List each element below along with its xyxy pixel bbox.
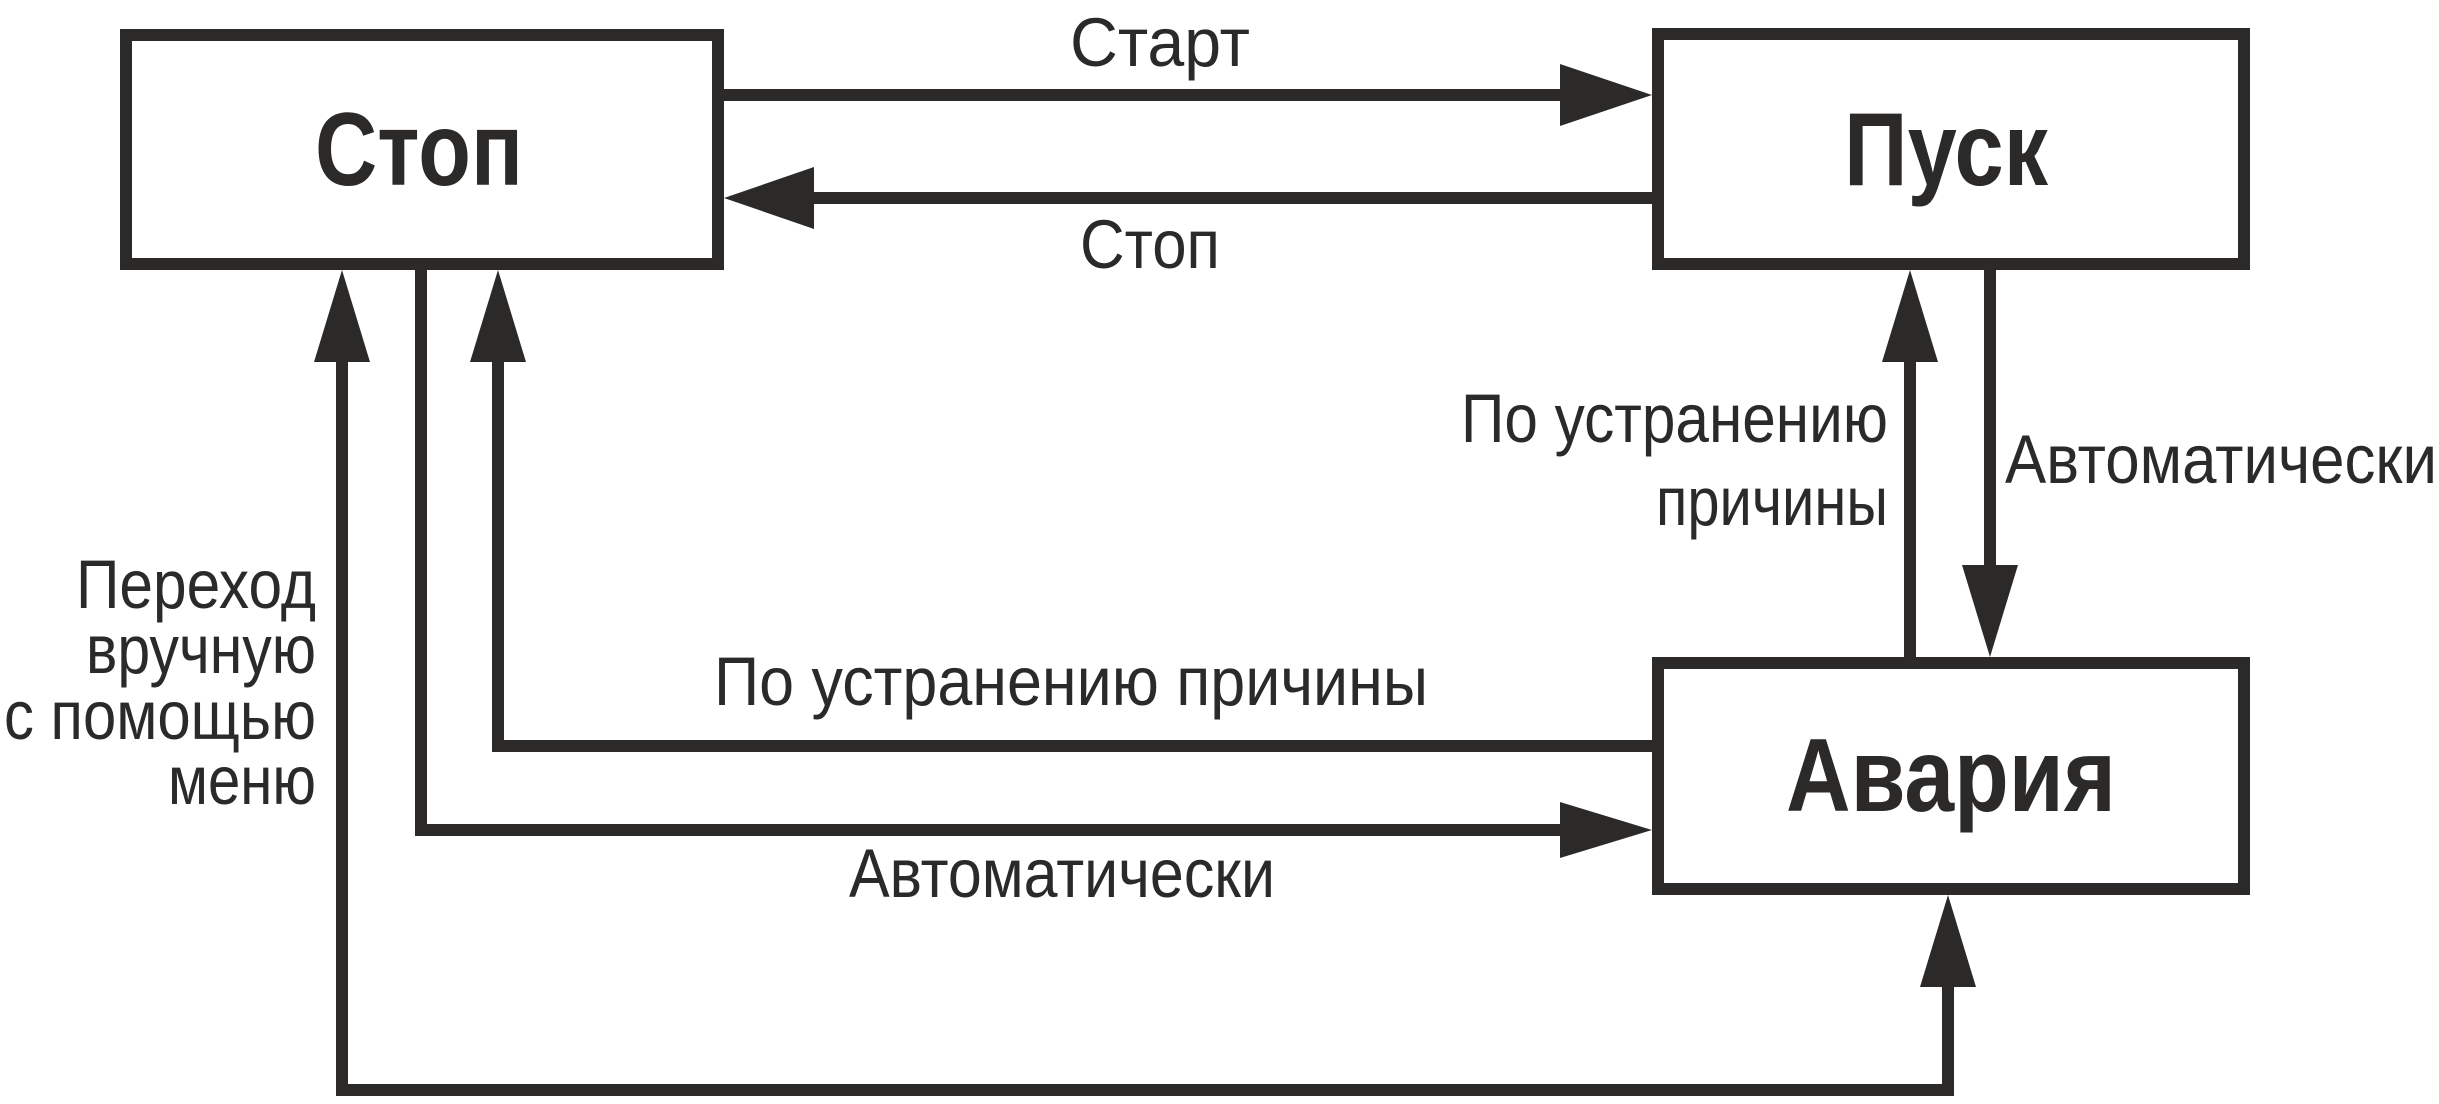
transition-fault-cleared-to-run-label-line1: По устранению <box>1461 380 1888 457</box>
transition-manual-menu-label-line4: меню <box>168 742 316 819</box>
state-alarm-box <box>1652 657 2250 895</box>
state-alarm-label: Авария <box>1786 718 2116 834</box>
transition-fault-cleared-to-stop-label: По устранению причины <box>714 643 1428 720</box>
arrowhead-up-icon <box>1882 270 1938 362</box>
state-stop: Стоп <box>120 29 724 270</box>
transition-auto-run-to-alarm: Автоматически <box>1962 270 2437 657</box>
transition-start-label: Старт <box>1070 4 1250 81</box>
state-stop-label: Стоп <box>315 92 523 208</box>
transition-start: Старт <box>724 4 1652 126</box>
transition-fault-cleared-to-run-label-line2: причины <box>1656 463 1888 540</box>
arrowhead-left-icon <box>724 167 814 229</box>
state-alarm: Авария <box>1652 657 2250 895</box>
transition-fault-cleared-to-run: По устранению причины <box>1461 270 1938 657</box>
transition-fault-cleared-to-stop-line <box>492 362 1652 752</box>
transition-auto-stop-to-alarm: Автоматически <box>415 270 1652 912</box>
arrowhead-down-icon <box>1962 565 2018 657</box>
transition-auto-stop-to-alarm-line <box>415 270 1568 836</box>
state-run: Пуск <box>1652 28 2250 270</box>
transition-auto-stop-to-alarm-label: Автоматически <box>849 835 1275 912</box>
transition-manual-menu-label-line2: вручную <box>86 611 316 688</box>
state-stop-box <box>120 29 724 270</box>
transition-manual-menu: Переход вручную с помощью меню <box>4 270 1976 1096</box>
state-run-label: Пуск <box>1844 92 2049 208</box>
state-run-box <box>1652 28 2250 270</box>
transition-manual-menu-label-line3: с помощью <box>4 677 316 754</box>
arrowhead-up-icon <box>314 270 370 362</box>
arrowhead-right-icon <box>1560 802 1652 858</box>
transition-stop: Стоп <box>724 167 1652 283</box>
transition-manual-menu-line <box>336 362 1954 1096</box>
transition-stop-label: Стоп <box>1080 206 1220 283</box>
transition-manual-menu-label-line1: Переход <box>76 546 316 623</box>
arrowhead-up-icon <box>470 270 526 362</box>
transition-auto-run-to-alarm-label: Автоматически <box>2005 421 2437 498</box>
arrowhead-right-icon <box>1560 64 1652 126</box>
arrowhead-up-icon <box>1920 895 1976 987</box>
transition-fault-cleared-to-stop: По устранению причины <box>470 270 1652 752</box>
